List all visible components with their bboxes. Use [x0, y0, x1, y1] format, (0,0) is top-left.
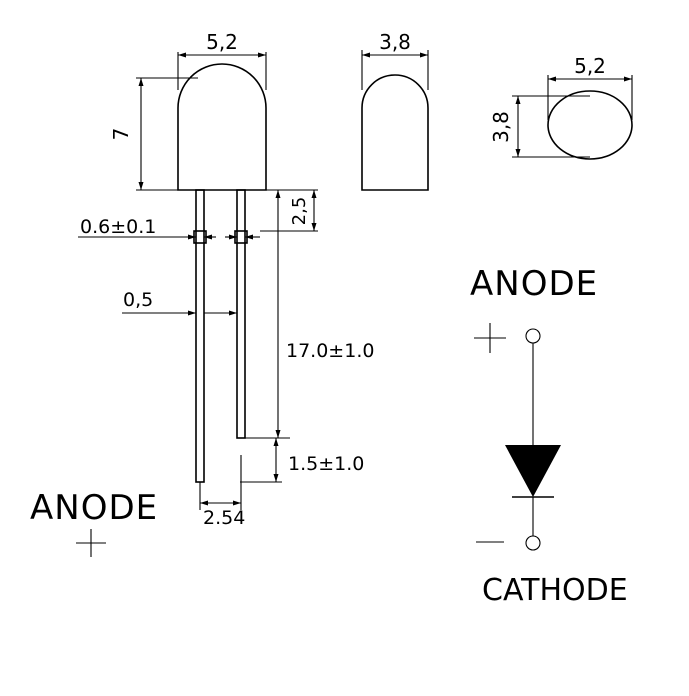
dim-body-width-label: 5,2: [206, 30, 238, 54]
dim-body-height: 7: [109, 77, 198, 191]
dim-body-height-label: 7: [109, 128, 133, 141]
led-top-view: 5,2 3,8: [489, 54, 633, 160]
cathode-terminal: [525, 535, 541, 551]
dim-lead-diff: 1.5±1.0: [240, 438, 364, 483]
led-side-outline: [361, 74, 429, 191]
led-top-outline: [547, 90, 633, 160]
dim-body-width: 5,2: [177, 30, 267, 90]
diode-triangle: [505, 445, 561, 497]
dim-collar-label: 2,5: [289, 197, 310, 226]
anode-lead: [195, 189, 205, 483]
dim-lead-gap-label: 0,5: [123, 289, 153, 311]
dim-lead-length-label: 17.0±1.0: [286, 340, 374, 362]
led-front-view: [177, 63, 267, 483]
dim-top-depth-label: 3,8: [489, 111, 513, 143]
anode-label-right: ANODE: [470, 264, 598, 304]
dim-pitch: 2.54: [199, 455, 245, 529]
led-side-view: 3,8: [361, 30, 429, 191]
left-polarity: ANODE: [30, 488, 158, 557]
diode-schematic: ANODE CATHODE: [470, 264, 628, 608]
dim-pitch-label: 2.54: [203, 507, 245, 529]
dim-lead-diff-label: 1.5±1.0: [288, 453, 364, 475]
dim-top-width-label: 5,2: [574, 54, 606, 78]
dim-lead-gap: 0,5: [122, 289, 237, 316]
anode-label-left: ANODE: [30, 488, 158, 528]
anode-terminal: [525, 328, 541, 344]
led-body-outline: [177, 63, 267, 191]
dim-lead-length: 17.0±1.0: [245, 190, 374, 439]
dim-collar: 2,5: [260, 189, 318, 232]
cathode-label: CATHODE: [482, 573, 628, 608]
dim-side-width-label: 3,8: [379, 30, 411, 54]
cathode-lead: [236, 189, 246, 439]
dim-lead-width-label: 0.6±0.1: [80, 216, 156, 238]
dim-lead-width: 0.6±0.1: [78, 216, 260, 240]
